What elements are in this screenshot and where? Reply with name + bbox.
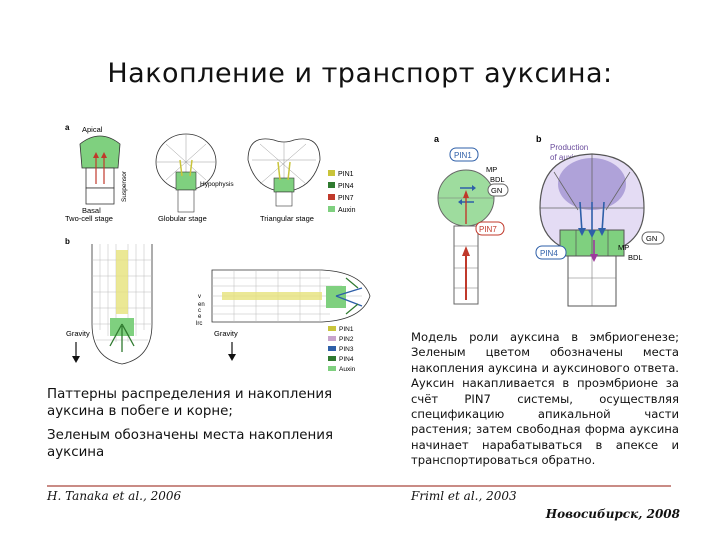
horizontal-root	[211, 269, 371, 323]
stage-globular-label: Globular stage	[158, 214, 207, 223]
legend-top-pin7: PIN7	[338, 195, 354, 202]
pin4-label: PIN4	[540, 249, 558, 258]
root-layer-c: c	[198, 308, 201, 314]
legend-bottom-pin2: PIN2	[339, 336, 354, 343]
legend-bottom: PIN1 PIN2 PIN3 PIN4 Auxin	[328, 326, 356, 373]
panel-b-label-right: b	[536, 134, 542, 144]
footer-location: Новосибирск, 2008	[545, 507, 680, 521]
gn-label-b: GN	[646, 234, 657, 243]
legend-top: PIN1 PIN4 PIN7 Auxin	[328, 170, 356, 214]
gravity-label-left: Gravity	[66, 329, 90, 338]
panel-a-label: a	[65, 123, 70, 132]
of-auxin-label: of auxin	[550, 153, 578, 162]
root-layer-v: v	[198, 294, 201, 300]
vertical-root	[91, 244, 153, 365]
globular-embryo	[155, 133, 217, 213]
root-layer-lrc: lrc	[196, 321, 202, 327]
suspensor-label: Suspensor	[121, 170, 128, 202]
divider	[47, 485, 671, 487]
bdl-label-a: BDL	[490, 175, 505, 184]
legend-top-pin1: PIN1	[338, 171, 354, 178]
gravity-label-right: Gravity	[214, 329, 238, 338]
gn-label-a: GN	[491, 186, 502, 195]
legend-bottom-auxin: Auxin	[339, 366, 356, 373]
panel-a-label-right: a	[434, 134, 440, 144]
triangular-embryo	[247, 138, 321, 207]
caption-left-line-1: Паттерны распределения и накопления аукс…	[47, 387, 333, 419]
legend-bottom-pin3: PIN3	[339, 346, 354, 353]
hypophysis-label: Hypophysis	[200, 181, 234, 188]
mp-label-b: MP	[618, 243, 629, 252]
proembryo	[437, 169, 495, 305]
reference-right: Friml et al., 2003	[411, 489, 517, 503]
legend-bottom-pin4: PIN4	[339, 356, 354, 363]
basal-label: Basal	[82, 206, 101, 215]
legend-bottom-pin1: PIN1	[339, 326, 354, 333]
root-layer-en: en	[198, 302, 205, 308]
stage-triangular-label: Triangular stage	[260, 214, 314, 223]
mp-label-a: MP	[486, 165, 497, 174]
root-layer-e: e	[198, 314, 202, 320]
panel-b-label: b	[65, 237, 70, 246]
auxin-distribution-figure: a Apical Basal Suspensor Two-cell stage …	[65, 123, 371, 373]
globular-model-embryo	[539, 153, 645, 307]
caption-left: Паттерны распределения и накопления аукс…	[47, 386, 347, 468]
legend-top-auxin: Auxin	[338, 207, 356, 214]
embryo-model-figure: a PIN1 MP BDL GN PIN7 b Production of au…	[434, 134, 665, 307]
two-cell-embryo	[79, 135, 121, 205]
stage-two-cell-label: Two-cell stage	[65, 214, 113, 223]
legend-top-pin4: PIN4	[338, 183, 354, 190]
production-label: Production	[550, 143, 588, 152]
caption-right: Модель роли ауксина в эмбриогенезе; Зеле…	[411, 330, 679, 468]
caption-left-line-2: Зеленым обозначены места накопления аукс…	[47, 428, 334, 460]
reference-left: H. Tanaka et al., 2006	[47, 489, 182, 503]
pin1-label: PIN1	[454, 151, 472, 160]
slide-title: Накопление и транспорт ауксина:	[107, 58, 613, 89]
bdl-label-b: BDL	[628, 253, 643, 262]
apical-label: Apical	[82, 125, 103, 134]
pin7-label: PIN7	[479, 225, 497, 234]
